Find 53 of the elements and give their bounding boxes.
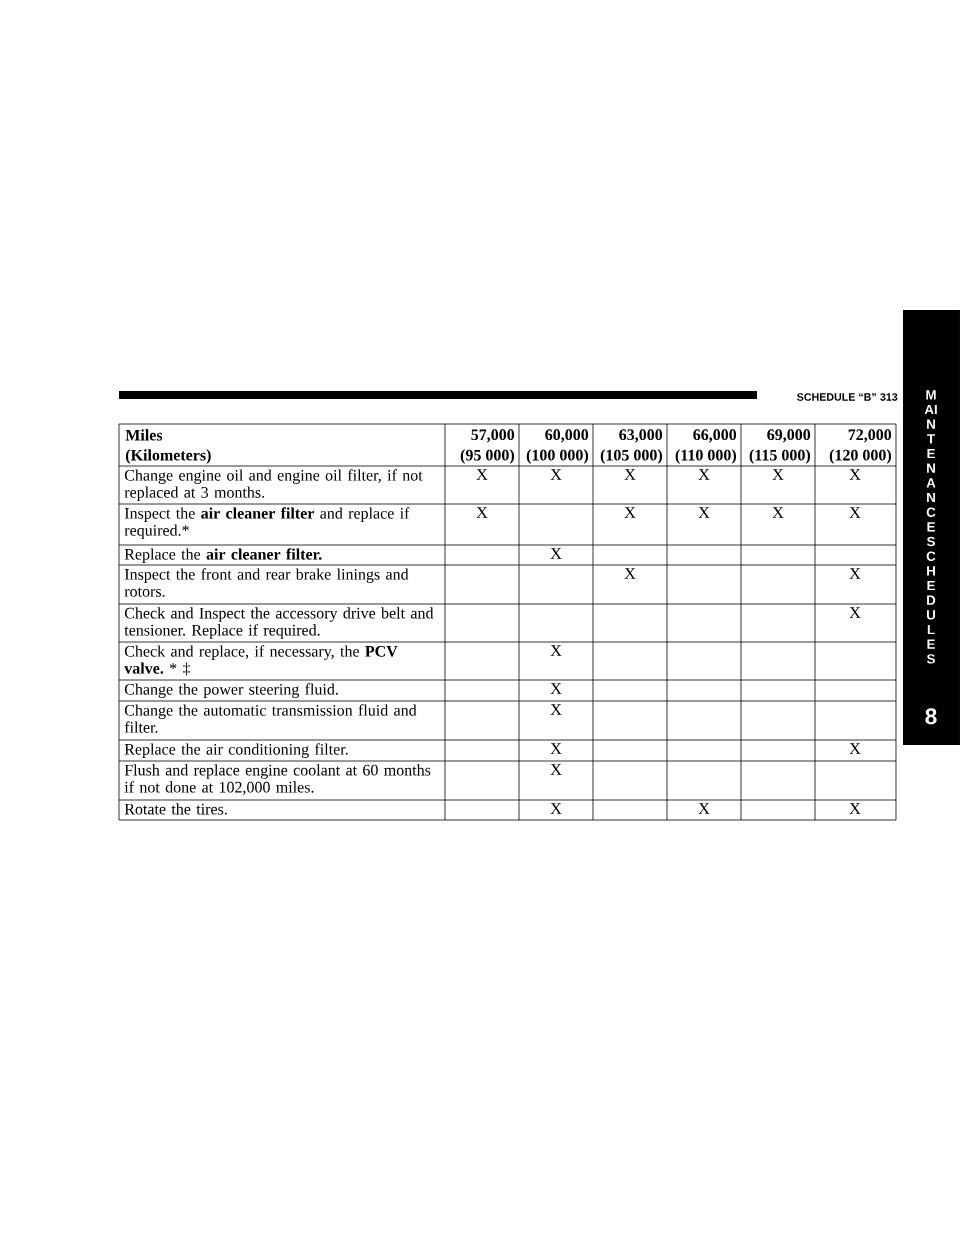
- table-cell: Change the power steering fluid.: [124, 683, 338, 698]
- tab-label: MAINTENANCE SCHEDULES: [924, 390, 937, 664]
- table-cell: X: [624, 507, 636, 518]
- section-title: SCHEDULE “B”: [797, 393, 876, 401]
- table-cell: Flush and replace engine coolant at 60 months if not done at 102,000 miles.: [124, 764, 431, 795]
- table-cell: X: [849, 607, 861, 618]
- table-cell: (115 000): [749, 449, 810, 464]
- page-number: 313: [880, 393, 898, 401]
- table-cell: X: [624, 469, 636, 480]
- table-cell: X: [849, 507, 861, 518]
- table-cell: (105 000): [600, 449, 662, 464]
- table-cell: X: [476, 507, 488, 518]
- table-cell: X: [849, 743, 861, 754]
- table-cell: X: [550, 683, 562, 694]
- table-cell: X: [849, 803, 861, 814]
- table-cell: X: [550, 764, 562, 775]
- table-cell: 69,000: [767, 429, 811, 443]
- table-cell: (Kilometers): [126, 449, 211, 464]
- table-cell: X: [624, 568, 636, 579]
- table-cell: X: [772, 469, 784, 480]
- table-cell: Replace the air conditioning filter.: [124, 743, 348, 758]
- table-cell: Miles: [125, 429, 163, 441]
- table-cell: 57,000: [471, 429, 515, 443]
- table-cell: Check and replace, if necessary, the PCV valve.* ‡: [124, 645, 398, 676]
- table-cell: (120 000): [829, 449, 891, 464]
- table-cell: X: [550, 704, 562, 715]
- table-cell: X: [476, 469, 488, 480]
- table-cell: Inspect the front and rear brake linings and rotors.: [124, 568, 409, 597]
- table-cell: (100 000): [526, 449, 588, 464]
- table-cell: 66,000: [693, 429, 737, 443]
- table-cell: (95 000): [460, 449, 514, 464]
- table-cell: X: [698, 507, 710, 518]
- table-cell: X: [849, 568, 861, 579]
- table-cell: X: [698, 469, 710, 480]
- table-cell: X: [772, 507, 784, 518]
- table-cell: Check and Inspect the accessory drive belt and tensioner. Replace if required.: [124, 607, 434, 639]
- table-cell: X: [550, 743, 562, 754]
- chapter-number: 8: [925, 708, 937, 725]
- table-cell: X: [698, 803, 710, 814]
- table-cell: Change the automatic transmission fluid and filter.: [124, 704, 417, 733]
- table-cell: Replace the air cleaner filter.: [124, 548, 322, 563]
- table-cell: Change engine oil and engine oil filter, if not replaced at 3 months.: [124, 469, 423, 501]
- table-cell: X: [849, 469, 861, 480]
- table-cell: 60,000: [545, 429, 589, 443]
- table-cell: X: [550, 645, 562, 656]
- table-cell: Rotate the tires.: [124, 803, 227, 815]
- table-cell: X: [550, 548, 562, 559]
- table-cell: X: [550, 469, 562, 480]
- table-cell: 63,000: [619, 429, 663, 443]
- table-cell: X: [550, 803, 562, 814]
- table-cell: Inspect the air cleaner filter and replace if required.*: [124, 507, 410, 539]
- table-cell: (110 000): [675, 449, 736, 464]
- table-cell: 72,000: [848, 429, 892, 443]
